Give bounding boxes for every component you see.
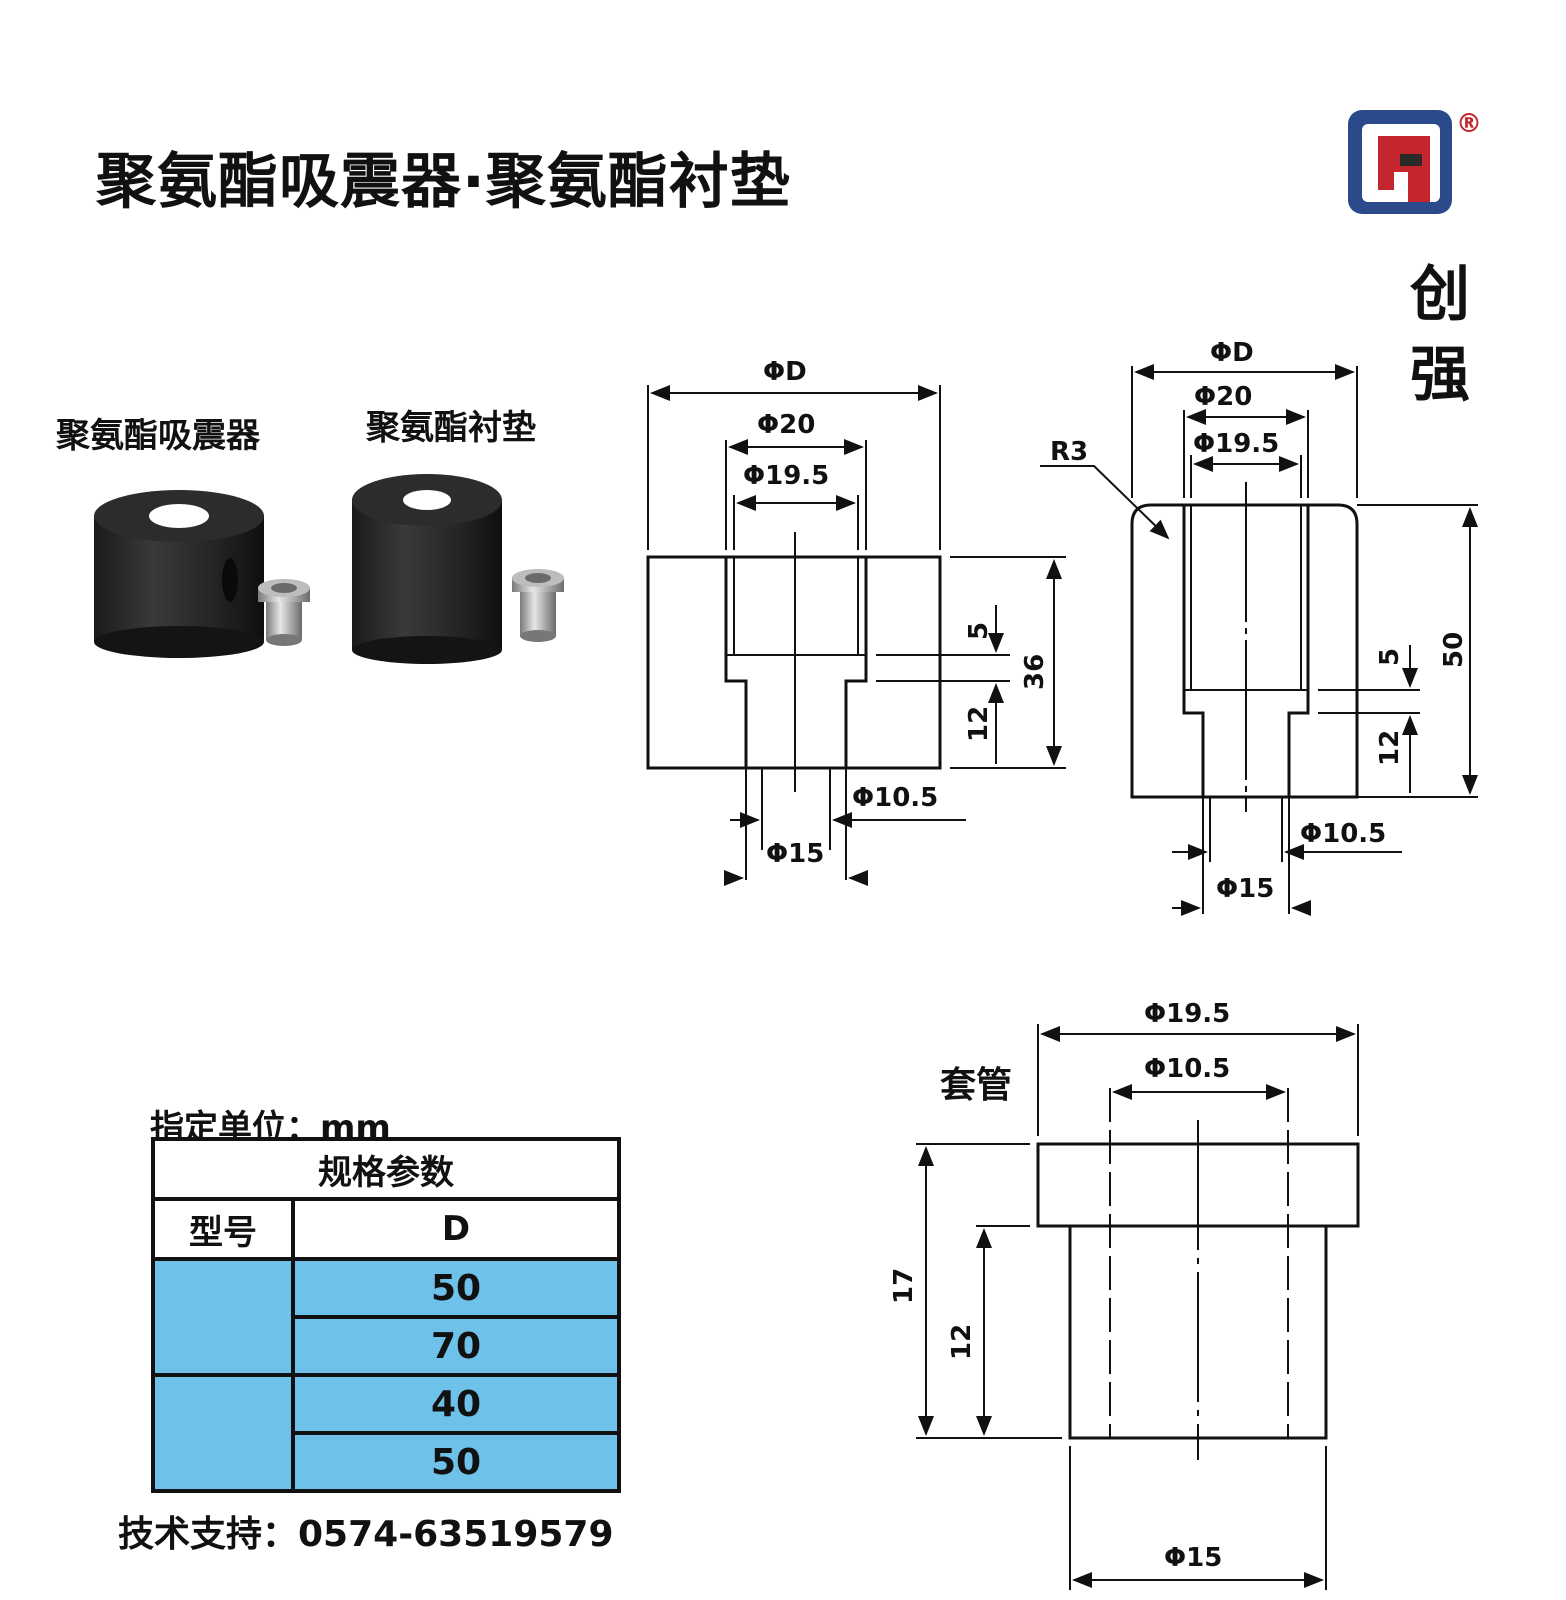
drawing-absorber-labels: ΦD Φ20 Φ19.5 5 36 12 Φ10.5 Φ15 bbox=[743, 357, 1050, 869]
absorber-bore-outline bbox=[724, 557, 868, 768]
dim-12: 12 bbox=[964, 706, 994, 742]
dim-phi-d: ΦD bbox=[763, 357, 807, 387]
table-row: 50 bbox=[153, 1431, 621, 1493]
brand-char-1: 创 bbox=[1410, 260, 1470, 330]
drawing-sleeve-labels: Φ19.5 Φ10.5 17 12 Φ15 bbox=[889, 999, 1230, 1573]
bushing-photo-1 bbox=[258, 579, 310, 646]
brand-logo: ® bbox=[1348, 109, 1482, 214]
dim-phi-10-5: Φ10.5 bbox=[852, 783, 938, 813]
dim-r3: R3 bbox=[1050, 437, 1088, 467]
photo-label-absorber: 聚氨酯吸震器 bbox=[56, 416, 260, 456]
dim-phi-19-5-2: Φ19.5 bbox=[1193, 429, 1279, 459]
brand-char-2: 强 bbox=[1410, 340, 1470, 410]
d-value: 70 bbox=[291, 1315, 621, 1377]
registered-mark: ® bbox=[1456, 109, 1482, 139]
photo-label-pad: 聚氨酯衬垫 bbox=[366, 408, 536, 448]
sleeve-label: 套管 bbox=[940, 1065, 1013, 1106]
dim-5-2: 5 bbox=[1375, 648, 1405, 666]
dim-phi-15-3: Φ15 bbox=[1164, 1543, 1222, 1573]
col-d: D bbox=[291, 1197, 621, 1261]
drawing-pad-labels: ΦD Φ20 Φ19.5 R3 50 5 12 Φ10.5 Φ15 bbox=[1050, 338, 1469, 904]
logo-dark-mark bbox=[1400, 154, 1422, 166]
pad-body-outline bbox=[1130, 503, 1359, 799]
dim-12-3: 12 bbox=[947, 1324, 977, 1360]
dim-17: 17 bbox=[889, 1268, 919, 1304]
pad-bore-outline bbox=[1182, 505, 1310, 797]
spec-header-row: 规格参数 bbox=[151, 1137, 621, 1201]
support-contact: 技术支持：0574-63519579 bbox=[118, 1514, 614, 1555]
col-model: 型号 bbox=[151, 1197, 295, 1261]
dim-phi-19-5: Φ19.5 bbox=[743, 461, 829, 491]
spec-column-row: 型号 D bbox=[151, 1197, 621, 1261]
dim-phi-19-5-3: Φ19.5 bbox=[1144, 999, 1230, 1029]
dim-phi-10-5-3: Φ10.5 bbox=[1144, 1054, 1230, 1084]
product-photos bbox=[94, 474, 564, 664]
dim-12-2: 12 bbox=[1375, 730, 1405, 766]
dim-5: 5 bbox=[964, 622, 994, 640]
d-value: 50 bbox=[291, 1257, 621, 1319]
bushing-photo-2 bbox=[512, 569, 564, 642]
drawing-pad bbox=[1040, 364, 1478, 916]
page-title: 聚氨酯吸震器·聚氨酯衬垫 bbox=[96, 147, 791, 217]
model-cell-2 bbox=[151, 1373, 295, 1493]
table-row: 70 bbox=[153, 1315, 621, 1377]
drawing-sleeve bbox=[916, 1024, 1360, 1590]
model-cell-1 bbox=[151, 1257, 295, 1377]
d-value: 40 bbox=[291, 1373, 621, 1435]
logo-red-mark bbox=[1378, 136, 1430, 202]
dim-phi-d-2: ΦD bbox=[1210, 338, 1254, 368]
spec-table: 规格参数 型号 D 50 70 40 50 bbox=[151, 1137, 621, 1493]
table-row: 40 bbox=[151, 1373, 621, 1493]
pad-photo bbox=[352, 474, 502, 664]
spec-header: 规格参数 bbox=[151, 1137, 621, 1201]
dim-phi-10-5-2: Φ10.5 bbox=[1300, 819, 1386, 849]
d-value: 50 bbox=[291, 1431, 621, 1493]
drawing-absorber bbox=[646, 385, 1066, 886]
dim-phi-15-2: Φ15 bbox=[1216, 874, 1274, 904]
dim-36: 36 bbox=[1020, 654, 1050, 690]
dim-phi-15: Φ15 bbox=[766, 839, 824, 869]
dim-phi-20: Φ20 bbox=[757, 410, 815, 440]
dim-phi-20-2: Φ20 bbox=[1194, 382, 1252, 412]
table-row: 50 bbox=[151, 1257, 621, 1377]
dim-50: 50 bbox=[1439, 632, 1469, 668]
absorber-photo bbox=[94, 490, 264, 658]
